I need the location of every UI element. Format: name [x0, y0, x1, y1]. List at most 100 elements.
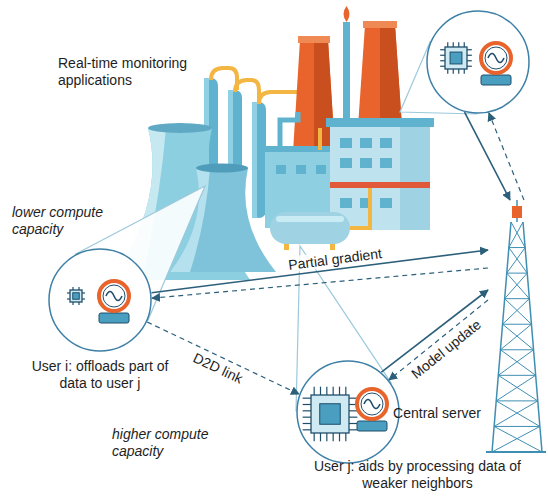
connector — [152, 268, 488, 298]
chip-icon — [303, 423, 311, 424]
factory-building — [296, 165, 306, 174]
gauge-icon — [481, 43, 511, 85]
capacity-note: lower compute capacity — [12, 204, 124, 238]
gauge-icon — [99, 281, 129, 311]
edge-label: Partial gradient — [286, 245, 385, 273]
gauge-icon — [481, 43, 511, 73]
gauge-icon — [361, 393, 383, 415]
gauge-icon — [103, 285, 125, 307]
chip-icon — [464, 42, 465, 47]
chip-icon — [349, 410, 357, 411]
capacity-note: higher compute capacity — [112, 426, 224, 460]
factory-building — [340, 138, 352, 148]
lattice-tower — [507, 273, 530, 299]
chip-icon — [440, 60, 445, 61]
chimney — [298, 36, 330, 43]
lattice-tower — [498, 375, 537, 401]
chip-icon — [326, 433, 327, 441]
lattice-tower — [505, 273, 528, 299]
chip-icon — [467, 60, 472, 61]
server-label: Central server — [391, 405, 481, 422]
chip-icon — [345, 387, 346, 395]
process-columns — [235, 80, 259, 104]
gauge-icon — [488, 54, 504, 63]
chip-icon — [303, 387, 358, 442]
factory-building — [330, 182, 430, 188]
chip-icon — [320, 433, 321, 441]
gauge-icon — [99, 313, 129, 323]
factory-building — [276, 165, 286, 174]
chip-icon — [349, 417, 357, 418]
factory-building — [400, 125, 430, 230]
chip-icon — [303, 429, 311, 430]
chip-icon — [314, 387, 315, 395]
process-columns — [211, 68, 237, 90]
chip-icon — [333, 433, 334, 441]
storage-tank — [350, 188, 370, 228]
bubble-outline — [296, 360, 400, 464]
chimney — [344, 6, 350, 22]
lattice-tower — [509, 247, 525, 248]
gauge-icon — [99, 281, 129, 323]
user-label: User i: offloads part of data to user j — [18, 358, 182, 392]
lattice-tower — [507, 273, 527, 274]
factory-building — [326, 118, 434, 127]
factory-building — [265, 146, 335, 152]
chip-icon — [453, 42, 454, 47]
chip-icon — [467, 66, 472, 67]
chip-icon — [349, 429, 357, 430]
factory-building — [330, 125, 430, 230]
factory-building — [380, 198, 392, 208]
gauge-icon — [364, 400, 380, 409]
edge-label: D2D link — [189, 349, 247, 388]
chip-icon — [326, 387, 327, 395]
connector — [489, 113, 524, 200]
caption-note: Real-time monitoring applications — [58, 55, 208, 89]
chip-icon — [467, 49, 472, 50]
lattice-tower — [523, 222, 542, 452]
process-columns — [252, 102, 257, 218]
lattice-tower — [496, 400, 538, 401]
storage-tank — [270, 212, 350, 244]
factory-building — [360, 158, 372, 168]
bubble-outline — [48, 248, 152, 352]
lattice-tower — [503, 324, 534, 350]
lattice-tower — [505, 299, 532, 325]
bubble-outline — [426, 10, 530, 114]
chip-icon — [303, 410, 311, 411]
factory-building — [380, 158, 392, 168]
chip-icon — [333, 387, 334, 395]
chip-icon — [345, 433, 346, 441]
chip-icon — [320, 387, 321, 395]
lattice-tower — [505, 298, 530, 299]
gauge-icon — [481, 75, 511, 85]
cooling-tower — [196, 164, 248, 173]
user-label: User j: aids by processing data of weake… — [310, 458, 525, 492]
gauge-icon — [357, 421, 387, 431]
chip-icon — [440, 42, 472, 74]
factory-building — [340, 198, 352, 208]
chip-icon — [70, 290, 82, 302]
connector — [465, 112, 510, 200]
process-columns — [252, 102, 266, 218]
bubble-circle — [297, 361, 399, 463]
chip-icon — [447, 42, 448, 47]
chimney — [363, 21, 397, 28]
lattice-tower — [494, 401, 538, 427]
chip-icon — [458, 69, 459, 74]
chip-icon — [467, 55, 472, 56]
chip-icon — [339, 387, 340, 395]
chip-icon — [450, 52, 462, 64]
lattice-tower — [496, 401, 540, 427]
chip-icon — [73, 293, 79, 299]
lattice-tower — [492, 222, 511, 452]
device-bubble: higher compute capacityUser j: aids by p… — [296, 360, 400, 464]
storage-tank — [270, 188, 370, 250]
chip-icon — [445, 47, 467, 69]
chip-icon — [320, 404, 341, 425]
lattice-tower — [509, 248, 527, 274]
chip-icon — [303, 404, 311, 405]
factory-building — [318, 128, 322, 150]
lattice-tower — [503, 299, 530, 325]
lattice-tower — [498, 375, 535, 376]
